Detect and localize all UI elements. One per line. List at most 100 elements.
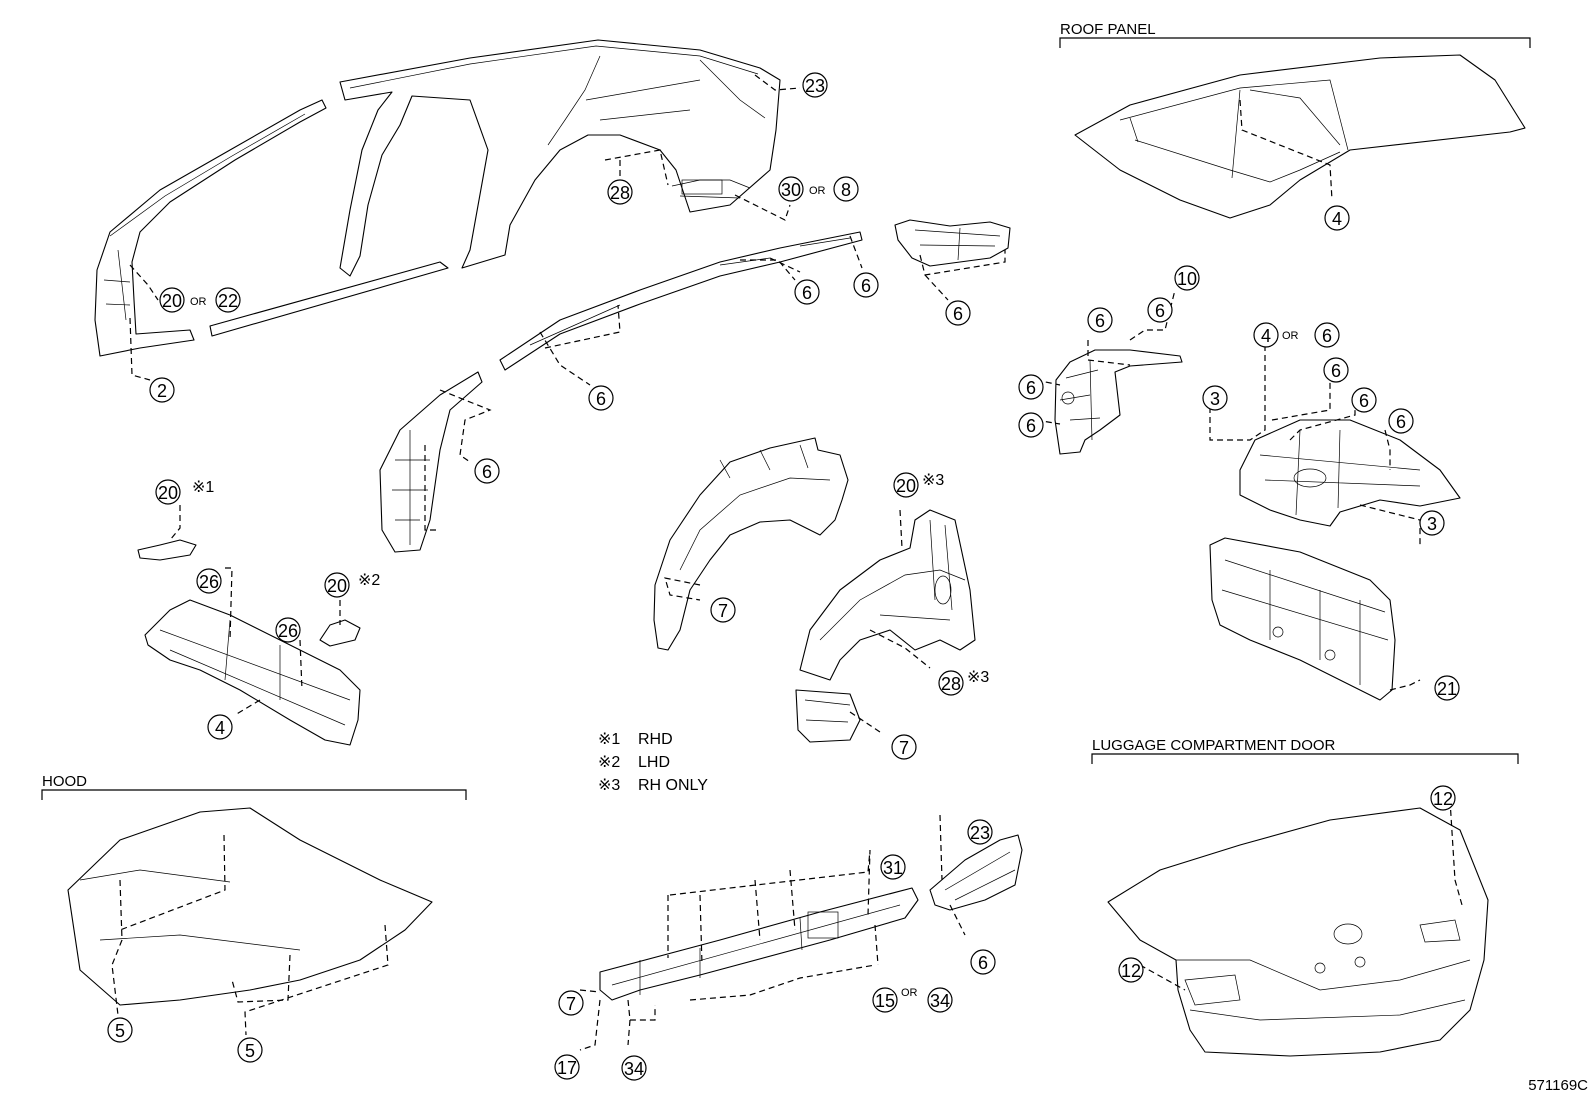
rocker-side-member <box>599 834 1023 1001</box>
callout-6-g: 6 <box>1147 297 1173 323</box>
svg-text:2: 2 <box>157 381 167 401</box>
callout-5-b: 5 <box>237 1037 263 1063</box>
svg-text:34: 34 <box>930 991 950 1011</box>
note-1-mark: ※1 <box>598 731 620 748</box>
roof-panel <box>1074 54 1526 219</box>
svg-text:4: 4 <box>1332 209 1342 229</box>
callout-4-cowl: 4 <box>207 714 233 740</box>
callout-6-h: 6 <box>1018 374 1044 400</box>
svg-text:6: 6 <box>1331 361 1341 381</box>
svg-text:3: 3 <box>1210 389 1220 409</box>
svg-text:21: 21 <box>1437 679 1457 699</box>
notes-legend: ※1 RHD ※2 LHD ※3 RH ONLY <box>598 731 708 794</box>
callout-26-a: 26 <box>196 568 222 594</box>
callout-20-c: 20 <box>324 572 350 598</box>
callout-6-m: 6 <box>1388 408 1414 434</box>
callout-17: 17 <box>554 1054 580 1080</box>
callout-6-k: 6 <box>1323 357 1349 383</box>
svg-text:6: 6 <box>1396 412 1406 432</box>
rear-apron-inner <box>795 509 976 743</box>
svg-text:4: 4 <box>1261 326 1271 346</box>
svg-text:17: 17 <box>557 1058 577 1078</box>
callout-28-b: 28 <box>938 670 964 696</box>
svg-text:26: 26 <box>199 572 219 592</box>
cowl-panel-group <box>137 539 361 746</box>
callout-20-d: 20 <box>893 472 919 498</box>
svg-text:7: 7 <box>899 738 909 758</box>
callout-6-f: 6 <box>1087 307 1113 333</box>
callout-6-n: 6 <box>970 949 996 975</box>
callout-8: 8 <box>833 176 859 202</box>
roof-side-inner-rails <box>379 219 1011 553</box>
note-3-mark: ※3 <box>598 777 620 794</box>
svg-text:6: 6 <box>802 283 812 303</box>
callout-22: 22 <box>215 287 241 313</box>
or-30-8: OR <box>809 185 826 197</box>
svg-text:23: 23 <box>970 823 990 843</box>
svg-text:6: 6 <box>1155 301 1165 321</box>
svg-text:6: 6 <box>953 304 963 324</box>
callout-3-b: 3 <box>1419 510 1445 536</box>
or-15-34: OR <box>901 987 918 999</box>
callout-15: 15 <box>872 987 898 1013</box>
svg-text:20: 20 <box>162 291 182 311</box>
hood-panel <box>67 807 433 1006</box>
svg-text:26: 26 <box>278 621 298 641</box>
callout-6-l: 6 <box>1351 387 1377 413</box>
svg-text:7: 7 <box>718 601 728 621</box>
callout-10: 10 <box>1174 265 1200 291</box>
hood-title: HOOD <box>42 773 87 790</box>
callout-6-e: 6 <box>474 458 500 484</box>
mark-rh-only-a: ※3 <box>922 472 944 489</box>
svg-text:6: 6 <box>978 953 988 973</box>
leader-lines <box>111 74 1463 1051</box>
svg-text:30: 30 <box>781 180 801 200</box>
svg-text:20: 20 <box>327 576 347 596</box>
svg-text:6: 6 <box>1359 391 1369 411</box>
svg-text:7: 7 <box>566 994 576 1014</box>
callout-23-a: 23 <box>802 72 828 98</box>
note-1-text: RHD <box>638 731 673 748</box>
callout-6-j: 6 <box>1314 322 1340 348</box>
svg-text:20: 20 <box>158 483 178 503</box>
svg-text:28: 28 <box>941 674 961 694</box>
svg-text:23: 23 <box>805 76 825 96</box>
callout-7-c: 7 <box>558 990 584 1016</box>
quarter-inner-group <box>1054 349 1183 455</box>
mark-rhd: ※1 <box>192 479 214 496</box>
callout-30: 30 <box>778 176 804 202</box>
svg-text:12: 12 <box>1433 789 1453 809</box>
svg-text:5: 5 <box>115 1021 125 1041</box>
side-body-outer-panel <box>94 39 781 357</box>
rear-wheel-house <box>653 437 849 651</box>
svg-text:8: 8 <box>841 180 851 200</box>
mark-rh-only-b: ※3 <box>967 669 989 686</box>
callout-5-a: 5 <box>107 1017 133 1043</box>
callout-34-a: 34 <box>927 987 953 1013</box>
svg-text:6: 6 <box>1095 311 1105 331</box>
svg-text:6: 6 <box>596 389 606 409</box>
svg-text:6: 6 <box>1026 416 1036 436</box>
or-4-6: OR <box>1282 330 1299 342</box>
rear-floor-pan <box>1239 419 1461 527</box>
callout-12-a: 12 <box>1430 785 1456 811</box>
callout-6-c: 6 <box>945 300 971 326</box>
note-2-mark: ※2 <box>598 754 620 771</box>
callout-3-a: 3 <box>1202 385 1228 411</box>
svg-text:6: 6 <box>861 276 871 296</box>
mark-lhd: ※2 <box>358 572 380 589</box>
callout-4-roof: 4 <box>1324 205 1350 231</box>
svg-text:10: 10 <box>1177 269 1197 289</box>
svg-text:28: 28 <box>610 183 630 203</box>
callout-7-b: 7 <box>891 734 917 760</box>
callout-2: 2 <box>149 377 175 403</box>
roof-panel-title: ROOF PANEL <box>1060 21 1156 38</box>
callout-20-a: 20 <box>159 287 185 313</box>
callout-6-i: 6 <box>1018 412 1044 438</box>
callout-7-a: 7 <box>710 597 736 623</box>
callout-21: 21 <box>1434 675 1460 701</box>
or-20-22: OR <box>190 296 207 308</box>
callout-4-or: 4 <box>1253 322 1279 348</box>
callout-26-b: 26 <box>275 617 301 643</box>
